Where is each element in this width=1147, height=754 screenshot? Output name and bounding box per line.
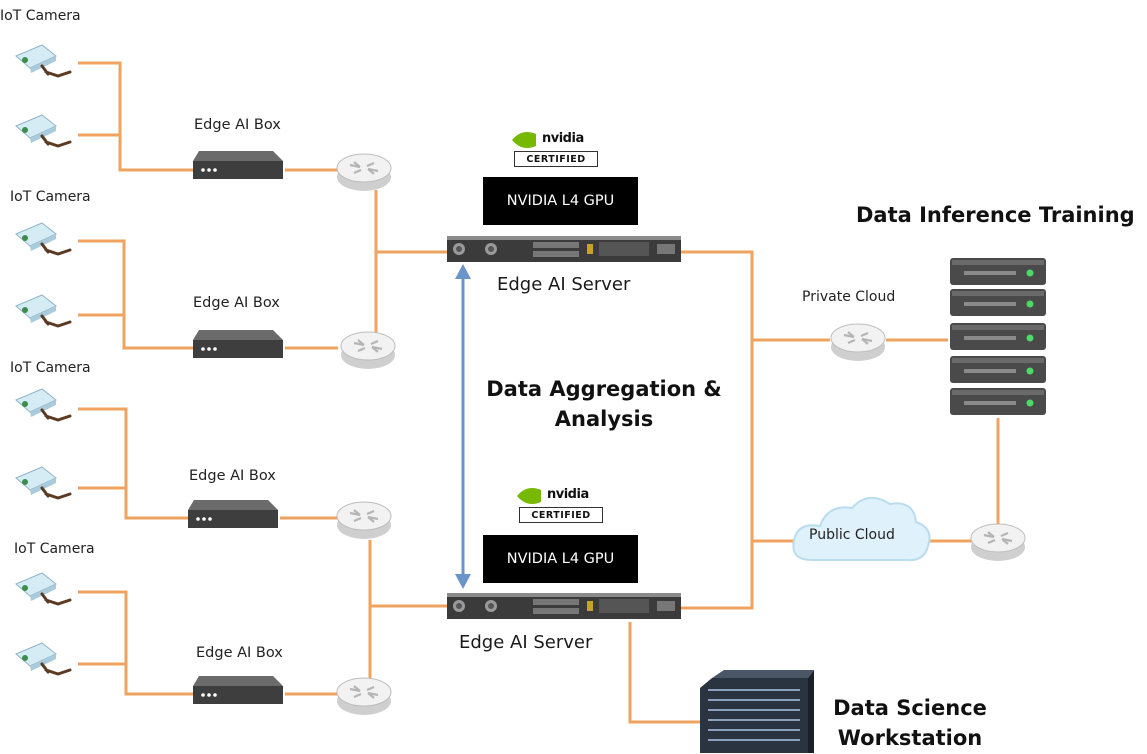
server-chassis-icon bbox=[447, 593, 681, 619]
router-icon bbox=[335, 676, 393, 717]
certified-tag: CERTIFIED bbox=[514, 151, 598, 167]
camera-icon bbox=[14, 641, 72, 676]
camera-group-label: IoT Camera bbox=[10, 360, 91, 376]
router-icon bbox=[335, 152, 393, 193]
workstation-title-line2: Workstation bbox=[837, 726, 983, 751]
nvidia-eye-icon bbox=[512, 132, 536, 148]
edge-box-icon bbox=[188, 500, 278, 528]
sync-arrow bbox=[455, 264, 471, 589]
workstation-title-line1: Data Science bbox=[833, 696, 987, 720]
edge-server-label: Edge AI Server bbox=[497, 274, 631, 295]
edge-box-label: Edge AI Box bbox=[189, 468, 276, 484]
nvidia-wordmark: nvidia bbox=[547, 487, 589, 502]
nvidia-eye-icon bbox=[517, 488, 541, 504]
edge-box-icon bbox=[193, 330, 283, 358]
camera-icon bbox=[14, 113, 72, 148]
workstation-title: Data Science Workstation bbox=[830, 693, 990, 754]
gpu-block: NVIDIA L4 GPU bbox=[483, 535, 638, 583]
camera-group-label: IoT Camera bbox=[0, 8, 81, 24]
aggregation-title: Data Aggregation & Analysis bbox=[480, 374, 728, 435]
camera-group-label: IoT Camera bbox=[10, 189, 91, 205]
router-icon bbox=[969, 522, 1027, 563]
edge-box-icon bbox=[193, 151, 283, 179]
gpu-block: NVIDIA L4 GPU bbox=[483, 177, 638, 225]
edge-server-label: Edge AI Server bbox=[459, 632, 593, 653]
inference-title: Data Inference Training bbox=[856, 203, 1135, 227]
edge-box-icons bbox=[188, 151, 283, 704]
camera-icon bbox=[14, 43, 72, 78]
camera-icon bbox=[14, 221, 72, 256]
router-icon bbox=[829, 322, 887, 363]
camera-icon bbox=[14, 387, 72, 422]
edge-box-label: Edge AI Box bbox=[193, 295, 280, 311]
server-chassis-icon bbox=[447, 236, 681, 262]
camera-icon bbox=[14, 465, 72, 500]
public-cloud-label: Public Cloud bbox=[809, 527, 895, 543]
connection-lines bbox=[78, 61, 1000, 724]
rack-server-icon bbox=[950, 258, 1046, 415]
router-icon bbox=[335, 500, 393, 541]
private-cloud-label: Private Cloud bbox=[802, 289, 896, 305]
nvidia-certified-badge: nvidia CERTIFIED bbox=[519, 487, 609, 525]
nvidia-logo-icons bbox=[512, 132, 541, 504]
aggregation-title-line1: Data Aggregation & bbox=[486, 377, 722, 401]
public-cloud-icon bbox=[792, 497, 931, 562]
nvidia-certified-badge: nvidia CERTIFIED bbox=[514, 131, 604, 169]
camera-group-label: IoT Camera bbox=[14, 541, 95, 557]
edge-box-label: Edge AI Box bbox=[196, 645, 283, 661]
nvidia-wordmark: nvidia bbox=[542, 131, 584, 146]
camera-icon bbox=[14, 293, 72, 328]
certified-tag: CERTIFIED bbox=[519, 507, 603, 523]
workstation-icon bbox=[700, 670, 814, 753]
aggregation-title-line2: Analysis bbox=[554, 407, 654, 432]
camera-icon bbox=[14, 571, 72, 606]
router-icon bbox=[339, 330, 397, 371]
edge-box-icon bbox=[193, 676, 283, 704]
edge-box-label: Edge AI Box bbox=[194, 117, 281, 133]
